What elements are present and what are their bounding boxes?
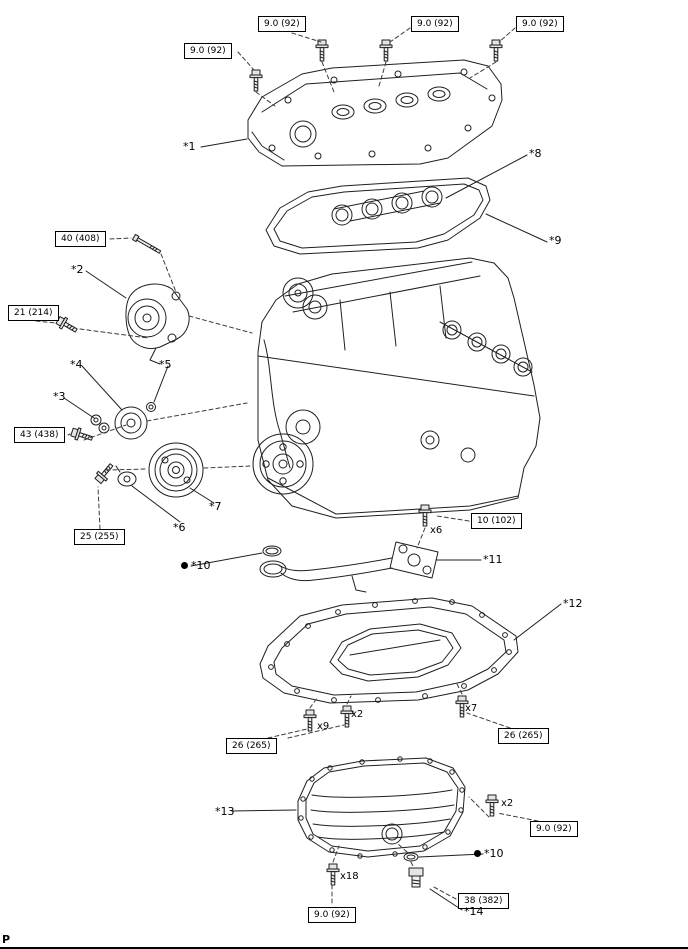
washer-set bbox=[90, 414, 110, 434]
pulley-plate bbox=[115, 465, 137, 487]
callout-part-6: *6 bbox=[173, 521, 186, 534]
torque-spec-tensioner: 21 (214) bbox=[8, 305, 59, 321]
callout-part-9: *9 bbox=[549, 234, 562, 247]
pulley-plate-bolt bbox=[92, 460, 117, 486]
idler-collar bbox=[146, 402, 156, 412]
quantity-strainer-bolts: x6 bbox=[430, 525, 443, 536]
torque-spec-head-cover-2: 9.0 (92) bbox=[411, 16, 459, 32]
torque-spec-upper-pan-left: 26 (265) bbox=[226, 738, 277, 754]
non-reusable-dot-icon bbox=[474, 850, 481, 857]
torque-spec-head-cover-1: 9.0 (92) bbox=[258, 16, 306, 32]
callout-part-10-drain-gasket: *10 bbox=[474, 848, 504, 859]
leader-lines-dashed bbox=[35, 27, 539, 907]
torque-spec-strainer: 10 (102) bbox=[471, 513, 522, 529]
page-corner-mark: P bbox=[2, 933, 11, 946]
drain-plug-gasket bbox=[403, 852, 419, 862]
callout-part-1: *1 bbox=[183, 140, 196, 153]
idler-pulley bbox=[114, 406, 148, 440]
tensioner-bolt bbox=[54, 314, 80, 337]
callout-part-8: *8 bbox=[529, 147, 542, 160]
strainer-o-ring bbox=[262, 545, 282, 557]
engine-block bbox=[252, 257, 541, 519]
quantity-lower-pan-x2: x2 bbox=[501, 798, 514, 809]
callout-part-11: *11 bbox=[483, 553, 503, 566]
torque-spec-lower-pan-main: 9.0 (92) bbox=[308, 907, 356, 923]
quantity-lower-pan-x18: x18 bbox=[340, 871, 359, 882]
upper-pan-bolt-a bbox=[303, 709, 317, 732]
oil-pan-lower bbox=[297, 756, 466, 859]
cylinder-head-cover bbox=[247, 59, 503, 167]
callout-text: *10 bbox=[484, 847, 504, 860]
torque-spec-head-cover-3: 9.0 (92) bbox=[516, 16, 564, 32]
torque-spec-stud: 40 (408) bbox=[55, 231, 106, 247]
callout-part-2: *2 bbox=[71, 263, 84, 276]
non-reusable-dot-icon bbox=[181, 562, 188, 569]
torque-spec-idler: 43 (438) bbox=[14, 427, 65, 443]
callout-part-10-oring: *10 bbox=[181, 560, 211, 571]
torque-spec-head-cover-4: 9.0 (92) bbox=[184, 43, 232, 59]
oil-strainer bbox=[259, 541, 439, 593]
quantity-upper-pan-x7: x7 bbox=[465, 703, 478, 714]
quantity-upper-pan-x9: x9 bbox=[317, 721, 330, 732]
callout-part-4: *4 bbox=[70, 358, 83, 371]
callout-part-3: *3 bbox=[53, 390, 66, 403]
drain-plug bbox=[408, 867, 424, 888]
torque-spec-upper-pan-right: 26 (265) bbox=[498, 728, 549, 744]
lower-pan-bolt-main bbox=[326, 863, 340, 886]
callout-part-5: *5 bbox=[159, 358, 172, 371]
callout-part-13: *13 bbox=[215, 805, 235, 818]
callout-text: *10 bbox=[191, 559, 211, 572]
quantity-upper-pan-x2: x2 bbox=[351, 709, 364, 720]
tensioner-stud-bolt bbox=[132, 233, 162, 256]
crankshaft-pulley bbox=[148, 442, 204, 498]
head-cover-gasket bbox=[265, 177, 491, 255]
leader-lines-solid bbox=[63, 138, 562, 911]
callout-part-7: *7 bbox=[209, 500, 222, 513]
oil-strainer-bolt bbox=[418, 504, 432, 527]
belt-tensioner bbox=[125, 283, 190, 365]
torque-spec-lower-pan-side: 9.0 (92) bbox=[530, 821, 578, 837]
oil-pan-upper bbox=[259, 597, 519, 704]
torque-spec-plate: 25 (255) bbox=[74, 529, 125, 545]
callout-part-12: *12 bbox=[563, 597, 583, 610]
spark-plug-tube-gasket bbox=[331, 186, 443, 226]
idler-pulley-bolt bbox=[69, 425, 95, 445]
lower-pan-bolt-side bbox=[485, 794, 499, 817]
callout-part-14: *14 bbox=[464, 905, 484, 918]
torque-spec-drain-plug: 38 (382) bbox=[458, 893, 509, 909]
page-bottom-rule bbox=[0, 947, 688, 949]
